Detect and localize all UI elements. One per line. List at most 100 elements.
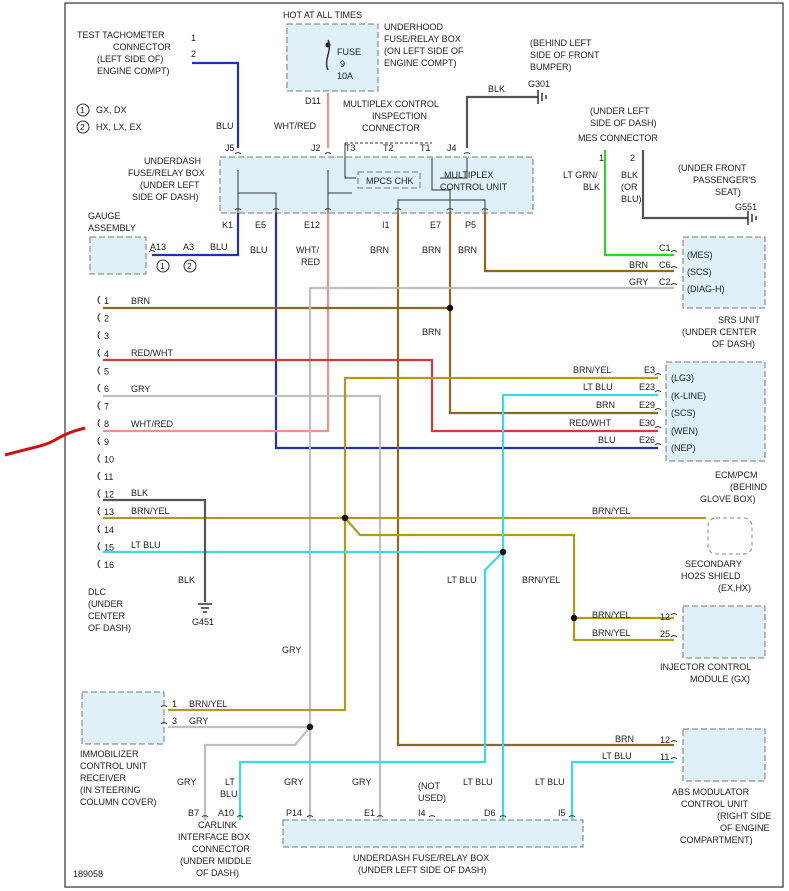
mpcs-chk-label: MPCS CHK [366, 176, 414, 186]
svg-text:E12: E12 [304, 220, 320, 230]
svg-text:UNDERHOOD: UNDERHOOD [384, 22, 444, 32]
fuse-label: FUSE [337, 47, 361, 57]
svg-text:(UNDER LEFT: (UNDER LEFT [590, 106, 650, 116]
svg-text:(NEP): (NEP) [671, 443, 696, 453]
svg-text:COMPARTMENT): COMPARTMENT) [680, 835, 753, 845]
svg-text:BRN/YEL: BRN/YEL [522, 575, 561, 585]
svg-text:2: 2 [187, 261, 192, 271]
svg-text:1: 1 [599, 153, 604, 163]
svg-text:BRN: BRN [131, 296, 150, 306]
svg-text:1: 1 [80, 105, 85, 115]
wire-blu-e5 [274, 213, 658, 450]
svg-text:(DIAG-H): (DIAG-H) [687, 284, 725, 294]
pin-d11: D11 [305, 96, 321, 106]
svg-text:BRN: BRN [629, 260, 648, 270]
wire-blu-tach [192, 61, 240, 148]
svg-text:MODULE (GX): MODULE (GX) [690, 674, 750, 684]
dlc-pin-mark [97, 542, 101, 551]
svg-text:3: 3 [172, 716, 177, 726]
pin-mark [324, 152, 332, 155]
dlc-pin-mark [97, 524, 101, 534]
svg-text:CONNECTOR: CONNECTOR [113, 42, 171, 52]
svg-text:WHT/RED: WHT/RED [131, 419, 173, 429]
svg-text:A3: A3 [183, 242, 194, 252]
svg-text:CONNECTOR: CONNECTOR [362, 123, 420, 133]
svg-text:GLOVE BOX): GLOVE BOX) [700, 494, 756, 504]
underdash-box-label: UNDERDASH FUSE/RELAY BOX (UNDER LEFT SID… [128, 156, 205, 202]
svg-text:BLU): BLU) [621, 194, 642, 204]
wire-lt-grn-mes [603, 150, 674, 257]
ecm-label: ECM/PCM (BEHIND GLOVE BOX) [700, 470, 768, 504]
svg-text:RED/WHT: RED/WHT [569, 418, 611, 428]
svg-text:FUSE/RELAY BOX: FUSE/RELAY BOX [384, 34, 461, 44]
pin-mark [654, 373, 662, 376]
svg-text:K1: K1 [222, 220, 233, 230]
wire-brn-yel-injector [344, 517, 674, 642]
svg-text:RED: RED [301, 257, 321, 267]
ho2s-label: SECONDARY HO2S SHIELD (EX,HX) [681, 559, 751, 593]
svg-text:P5: P5 [465, 220, 476, 230]
svg-text:(SCS): (SCS) [687, 267, 712, 277]
dlc-pin-mark [97, 471, 101, 481]
pin-mark [148, 250, 156, 253]
svg-text:(RIGHT SIDE: (RIGHT SIDE [717, 811, 771, 821]
svg-text:GRY: GRY [629, 277, 648, 287]
svg-text:C2: C2 [659, 277, 671, 287]
ho2s-shield-icon [707, 517, 753, 555]
svg-text:WHT/: WHT/ [296, 245, 319, 255]
pin-mark [201, 815, 209, 818]
svg-text:(ON LEFT SIDE OF: (ON LEFT SIDE OF [384, 46, 464, 56]
wire-gry-dlc6 [103, 394, 382, 820]
svg-text:BLU: BLU [216, 121, 234, 131]
svg-text:INTERFACE BOX: INTERFACE BOX [178, 832, 250, 842]
svg-text:GRY: GRY [131, 384, 150, 394]
wire-brn-abs [396, 213, 674, 747]
ecm-pcm-box [665, 361, 766, 462]
svg-text:BLK: BLK [583, 182, 600, 192]
svg-text:T1: T1 [420, 143, 431, 153]
svg-text:BLK: BLK [621, 170, 638, 180]
svg-text:A13: A13 [150, 242, 166, 252]
immobilizer-label: IMMOBILIZER CONTROL UNIT RECEIVER (IN ST… [80, 749, 157, 807]
injector-label: INJECTOR CONTROL MODULE (GX) [660, 662, 751, 684]
dlc-pin-number: 1 [104, 296, 109, 306]
fuse-rating: 10A [337, 71, 353, 81]
gauge-label: GAUGE ASSEMBLY [88, 211, 136, 233]
junction-dot [499, 548, 507, 556]
pin-mark [324, 208, 332, 211]
svg-text:(NOT: (NOT [418, 781, 440, 791]
svg-text:J4: J4 [447, 143, 457, 153]
svg-text:D6: D6 [484, 808, 496, 818]
svg-text:2: 2 [80, 122, 85, 132]
svg-text:BRN: BRN [596, 400, 615, 410]
svg-text:BLU: BLU [210, 242, 228, 252]
hot-label: HOT AT ALL TIMES [283, 10, 362, 20]
svg-text:SRS UNIT: SRS UNIT [718, 315, 761, 325]
ground-icon [747, 211, 757, 225]
svg-text:GRY: GRY [352, 777, 371, 787]
svg-text:BRN/YEL: BRN/YEL [131, 506, 170, 516]
junction-dot [306, 723, 314, 731]
svg-text:(UNDER MIDDLE: (UNDER MIDDLE [180, 856, 252, 866]
svg-text:INSPECTION: INSPECTION [372, 111, 427, 121]
underhood-fuse-box [286, 23, 379, 92]
pin-mark [160, 705, 168, 708]
pin-mark [463, 152, 471, 155]
dlc-pin-mark [97, 506, 101, 516]
dlc-pin-mark [97, 366, 101, 375]
svg-text:MULTIPLEX CONTROL: MULTIPLEX CONTROL [343, 99, 439, 109]
svg-text:LT BLU: LT BLU [447, 575, 477, 585]
pin-mark [234, 208, 242, 211]
wire-gry-carlink [203, 726, 311, 820]
svg-text:ASSEMBLY: ASSEMBLY [88, 223, 136, 233]
dlc-pin-number: 10 [104, 454, 114, 464]
wire-red-wht [103, 358, 658, 433]
junction-dot [341, 514, 349, 522]
junction-dot [446, 304, 454, 312]
pin-mark [236, 815, 244, 818]
pin-mark [568, 815, 576, 818]
svg-text:SECONDARY: SECONDARY [685, 559, 742, 569]
svg-text:ABS MODULATOR: ABS MODULATOR [672, 787, 750, 797]
svg-text:BRN: BRN [422, 245, 441, 255]
svg-text:E3: E3 [644, 365, 655, 375]
